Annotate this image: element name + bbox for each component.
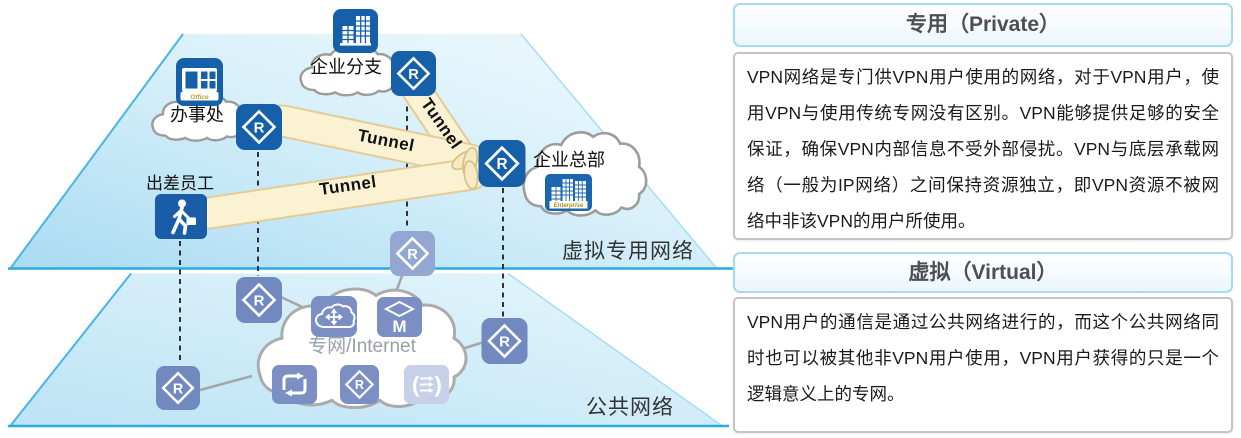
branch-building-icon: [333, 9, 378, 53]
office-router-icon: R: [236, 104, 282, 150]
public-router-icon: R: [155, 366, 201, 410]
office-sign-text: Office: [190, 94, 209, 101]
router-letter: R: [173, 381, 184, 397]
office-building-icon: Office: [176, 58, 223, 106]
m-switch-icon: M: [377, 297, 422, 337]
router-letter: R: [499, 334, 510, 351]
svg-text:): ): [435, 372, 442, 397]
virtual-panel-body: VPN用户的通信是通过公共网络进行的，而这个公共网络同时也可以被其他非VPN用户…: [733, 297, 1233, 433]
cloud-router-icon: R: [337, 365, 382, 404]
branch-label: 企业分支: [310, 57, 382, 77]
employee-person-icon: [155, 194, 207, 239]
public-router-icon: R: [236, 277, 282, 323]
virtual-panel-title: 虚拟（Virtual）: [733, 252, 1233, 293]
router-letter: R: [254, 293, 265, 310]
hq-label: 企业总部: [533, 150, 605, 170]
switch-icon: [272, 365, 317, 404]
enterprise-building-icon: Enterprise: [545, 174, 592, 211]
tunnels: [192, 73, 489, 230]
cloud-routing-icon: [311, 296, 357, 337]
private-panel-body: VPN网络是专门供VPN用户使用的网络，对于VPN用户，使用VPN与使用传统专网…: [733, 52, 1233, 240]
public-router-icon: R: [390, 231, 435, 276]
router-letter: R: [407, 247, 418, 263]
public-router-icon: R: [481, 318, 528, 364]
office-label: 办事处: [170, 105, 224, 125]
internet-label: 专网/Internet: [308, 336, 416, 357]
public-layer-label: 公共网络: [586, 396, 674, 419]
router-letter: R: [408, 67, 419, 83]
svg-text:(: (: [412, 372, 420, 397]
load-balancer-icon: ( ): [404, 365, 449, 404]
router-letter: R: [355, 377, 364, 392]
employee-label: 出差员工: [146, 174, 214, 193]
router-letter: R: [254, 120, 265, 137]
m-switch-letter: M: [392, 317, 406, 336]
hq-router-icon: R: [478, 140, 526, 187]
enterprise-sign-text: Enterprise: [554, 203, 584, 209]
private-panel-title: 专用（Private）: [733, 3, 1233, 47]
vpn-layer-label: 虚拟专用网络: [562, 240, 694, 263]
tunnel-end-caps: [451, 146, 479, 190]
router-letter: R: [496, 156, 507, 173]
branch-router-icon: R: [391, 51, 436, 96]
